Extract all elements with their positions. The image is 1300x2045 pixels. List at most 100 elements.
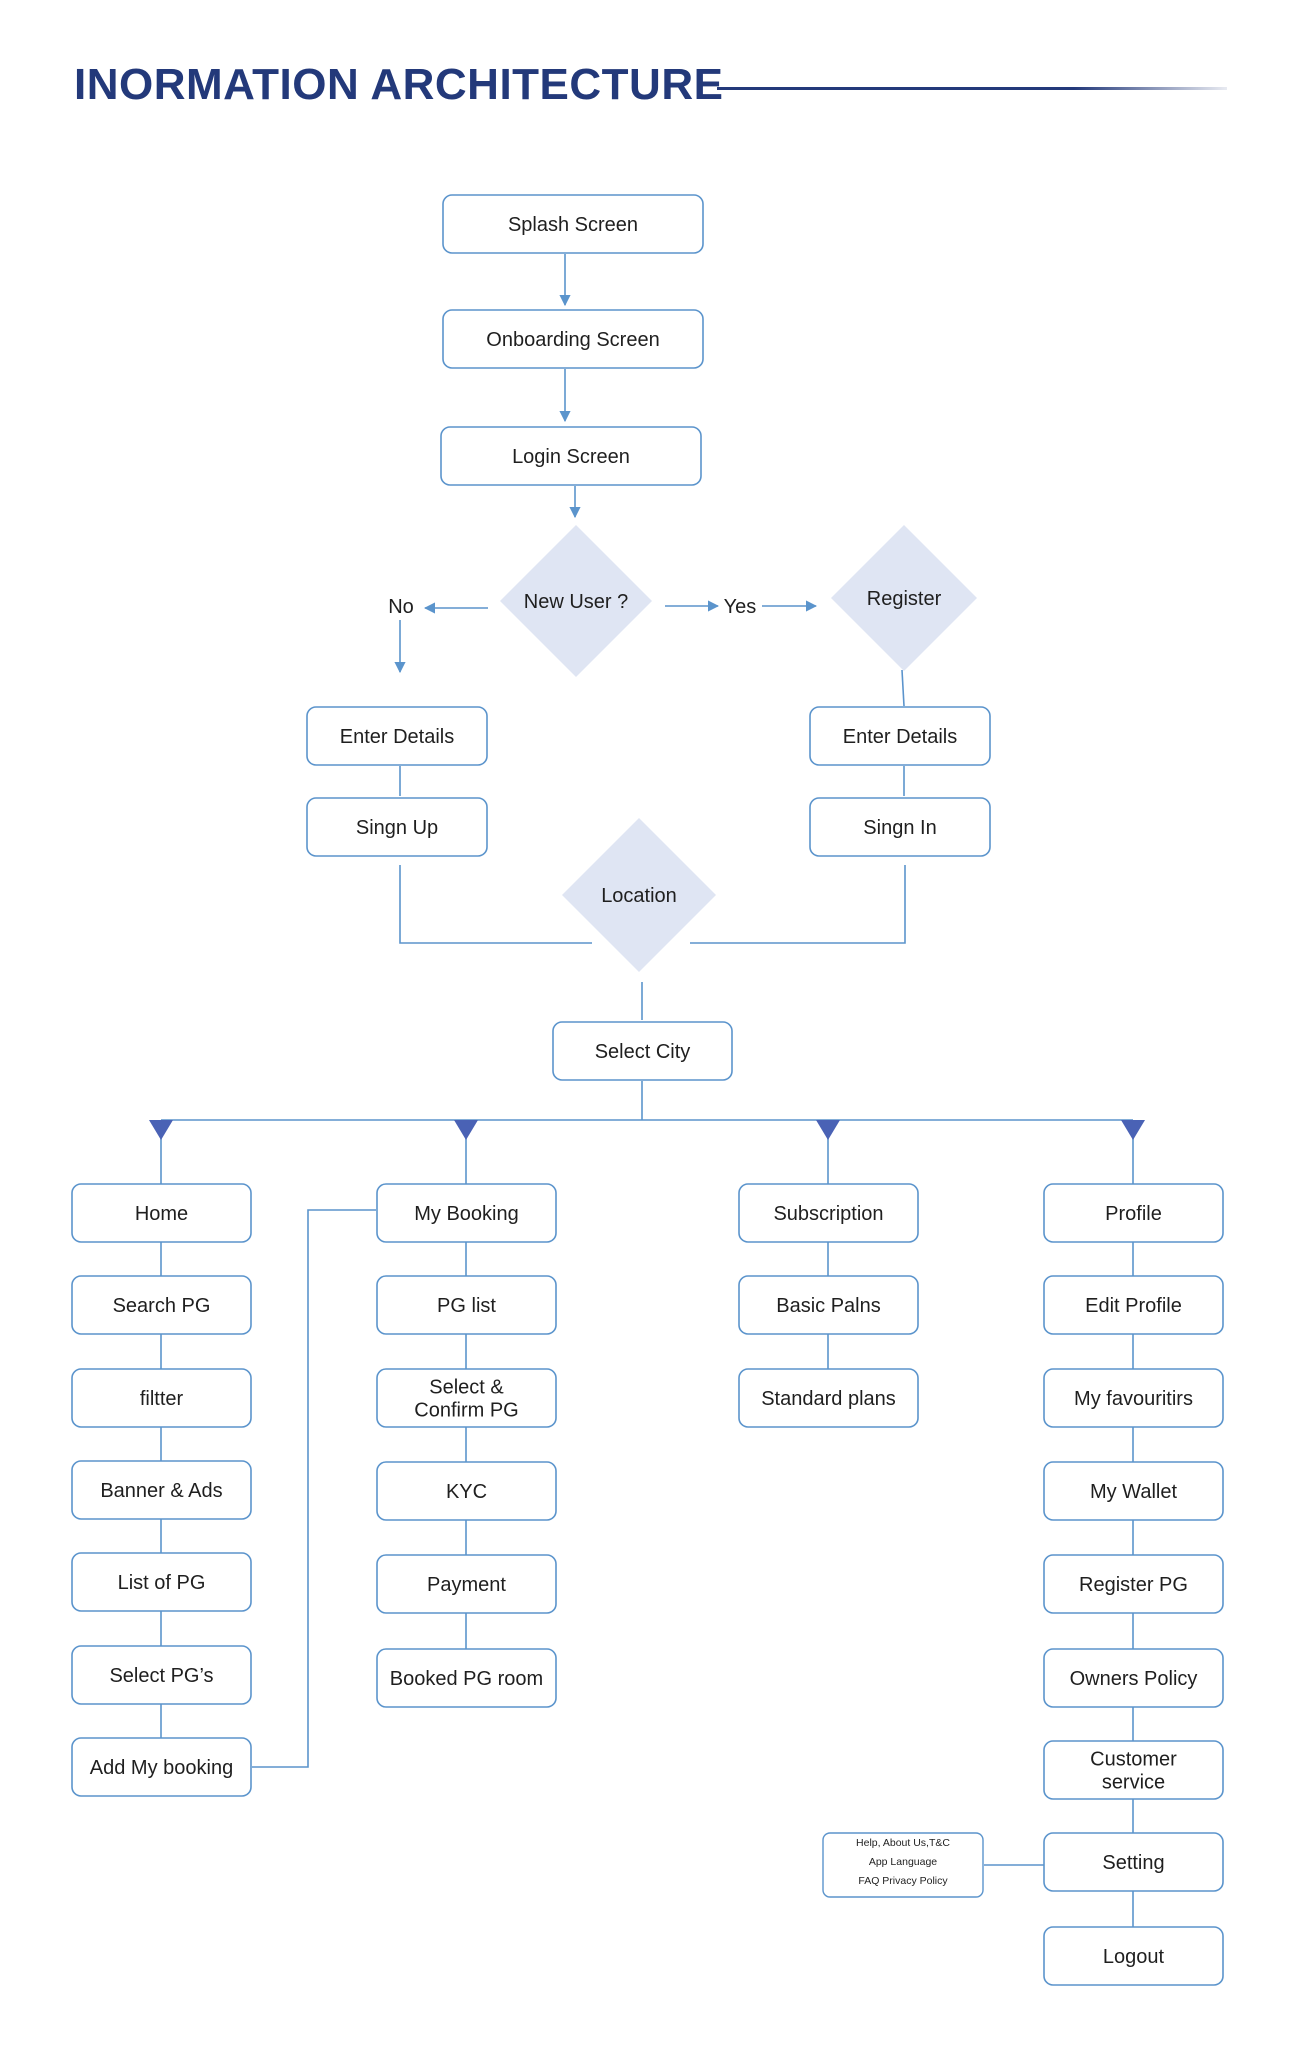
home-item-5[interactable] xyxy=(71,1645,252,1705)
enter-details-right-node-frame xyxy=(809,706,991,766)
booking-item-0-frame xyxy=(376,1183,557,1243)
new-user-decision[interactable] xyxy=(500,525,652,677)
booking-item-1-frame xyxy=(376,1275,557,1335)
profile-item-2-label: My favouritirs xyxy=(1074,1388,1193,1410)
enter-details-right-node[interactable] xyxy=(809,706,991,766)
location-decision[interactable] xyxy=(562,818,716,972)
subscription-item-1-label: Basic Palns xyxy=(776,1295,881,1317)
profile-item-5-frame xyxy=(1043,1648,1224,1708)
subscription-item-2[interactable] xyxy=(738,1368,919,1428)
booking-item-2[interactable] xyxy=(376,1368,557,1428)
yes-branch-label: Yes xyxy=(724,596,757,618)
branch-arrow-2 xyxy=(816,1120,840,1140)
home-item-3[interactable] xyxy=(71,1460,252,1520)
login-screen-node-frame xyxy=(440,426,702,486)
profile-item-3-frame xyxy=(1043,1461,1224,1521)
settings-note-line-0: Help, About Us,T&C xyxy=(856,1837,950,1849)
subscription-item-2-frame xyxy=(738,1368,919,1428)
branch-arrow-3 xyxy=(1121,1120,1145,1140)
connector-signin-location xyxy=(690,865,906,944)
enter-details-left-node-label: Enter Details xyxy=(340,726,455,748)
enter-details-right-node-label: Enter Details xyxy=(843,726,958,748)
home-item-2-frame xyxy=(71,1368,252,1428)
branch-arrow-0 xyxy=(149,1120,173,1140)
onboarding-screen-node-label: Onboarding Screen xyxy=(486,329,659,351)
home-item-6-frame xyxy=(71,1737,252,1797)
onboarding-screen-node[interactable] xyxy=(442,309,704,369)
profile-item-7[interactable] xyxy=(1043,1832,1224,1892)
booking-item-5[interactable] xyxy=(376,1648,557,1708)
sign-up-node[interactable] xyxy=(306,797,488,857)
booking-item-0[interactable] xyxy=(376,1183,557,1243)
home-item-1[interactable] xyxy=(71,1275,252,1335)
booking-item-3-label: KYC xyxy=(446,1481,487,1503)
profile-item-8[interactable] xyxy=(1043,1926,1224,1986)
booking-item-3-frame xyxy=(376,1461,557,1521)
home-item-3-label: Banner & Ads xyxy=(100,1480,222,1502)
home-item-4[interactable] xyxy=(71,1552,252,1612)
splash-screen-node[interactable] xyxy=(442,194,704,254)
enter-details-left-node[interactable] xyxy=(306,706,488,766)
select-city-node-label: Select City xyxy=(595,1041,691,1063)
subscription-item-0[interactable] xyxy=(738,1183,919,1243)
login-screen-node[interactable] xyxy=(440,426,702,486)
subscription-item-1[interactable] xyxy=(738,1275,919,1335)
splash-screen-node-frame xyxy=(442,194,704,254)
profile-item-8-label: Logout xyxy=(1103,1946,1165,1968)
booking-item-4-label: Payment xyxy=(427,1574,506,1596)
profile-item-3[interactable] xyxy=(1043,1461,1224,1521)
booking-item-1[interactable] xyxy=(376,1275,557,1335)
subscription-item-1-frame xyxy=(738,1275,919,1335)
sign-up-node-frame xyxy=(306,797,488,857)
home-item-6-label: Add My booking xyxy=(90,1757,233,1779)
booking-item-4-frame xyxy=(376,1554,557,1614)
register-decision-label: Register xyxy=(867,588,942,610)
select-city-node[interactable] xyxy=(552,1021,733,1081)
home-item-1-frame xyxy=(71,1275,252,1335)
profile-item-5-label: Owners Policy xyxy=(1070,1668,1198,1690)
connector-register-enter-details xyxy=(901,669,905,707)
home-item-6[interactable] xyxy=(71,1737,252,1797)
no-branch-label: No xyxy=(388,596,414,618)
title-underline xyxy=(717,87,1227,90)
connector-add-booking-to-my-booking xyxy=(252,1209,376,1768)
connector-signup-location xyxy=(399,865,592,944)
booking-item-5-label: Booked PG room xyxy=(390,1668,543,1690)
profile-item-1-frame xyxy=(1043,1275,1224,1335)
home-item-0[interactable] xyxy=(71,1183,252,1243)
home-item-2[interactable] xyxy=(71,1368,252,1428)
profile-item-4[interactable] xyxy=(1043,1554,1224,1614)
select-city-node-frame xyxy=(552,1021,733,1081)
profile-item-6[interactable] xyxy=(1043,1740,1224,1800)
home-item-0-label: Home xyxy=(135,1203,188,1225)
booking-item-4[interactable] xyxy=(376,1554,557,1614)
profile-item-1[interactable] xyxy=(1043,1275,1224,1335)
profile-item-2[interactable] xyxy=(1043,1368,1224,1428)
booking-item-1-label: PG list xyxy=(437,1295,496,1317)
home-item-0-frame xyxy=(71,1183,252,1243)
branch-arrow-1 xyxy=(454,1120,478,1140)
booking-item-2-label: Select &Confirm PG xyxy=(414,1377,518,1422)
new-user-decision-label: New User ? xyxy=(524,591,628,613)
profile-item-4-frame xyxy=(1043,1554,1224,1614)
subscription-item-2-label: Standard plans xyxy=(761,1388,896,1410)
register-decision[interactable] xyxy=(831,525,977,671)
home-item-5-frame xyxy=(71,1645,252,1705)
profile-item-6-frame xyxy=(1043,1740,1224,1800)
profile-item-0-frame xyxy=(1043,1183,1224,1243)
onboarding-screen-node-frame xyxy=(442,309,704,369)
login-screen-node-label: Login Screen xyxy=(512,446,630,468)
booking-item-3[interactable] xyxy=(376,1461,557,1521)
sign-in-node[interactable] xyxy=(809,797,991,857)
booking-item-2-frame xyxy=(376,1368,557,1428)
booking-item-0-label: My Booking xyxy=(414,1203,519,1225)
profile-item-8-frame xyxy=(1043,1926,1224,1986)
settings-note-frame xyxy=(822,1832,984,1898)
profile-item-5[interactable] xyxy=(1043,1648,1224,1708)
location-decision-label: Location xyxy=(601,885,677,907)
profile-item-0[interactable] xyxy=(1043,1183,1224,1243)
subscription-item-0-frame xyxy=(738,1183,919,1243)
